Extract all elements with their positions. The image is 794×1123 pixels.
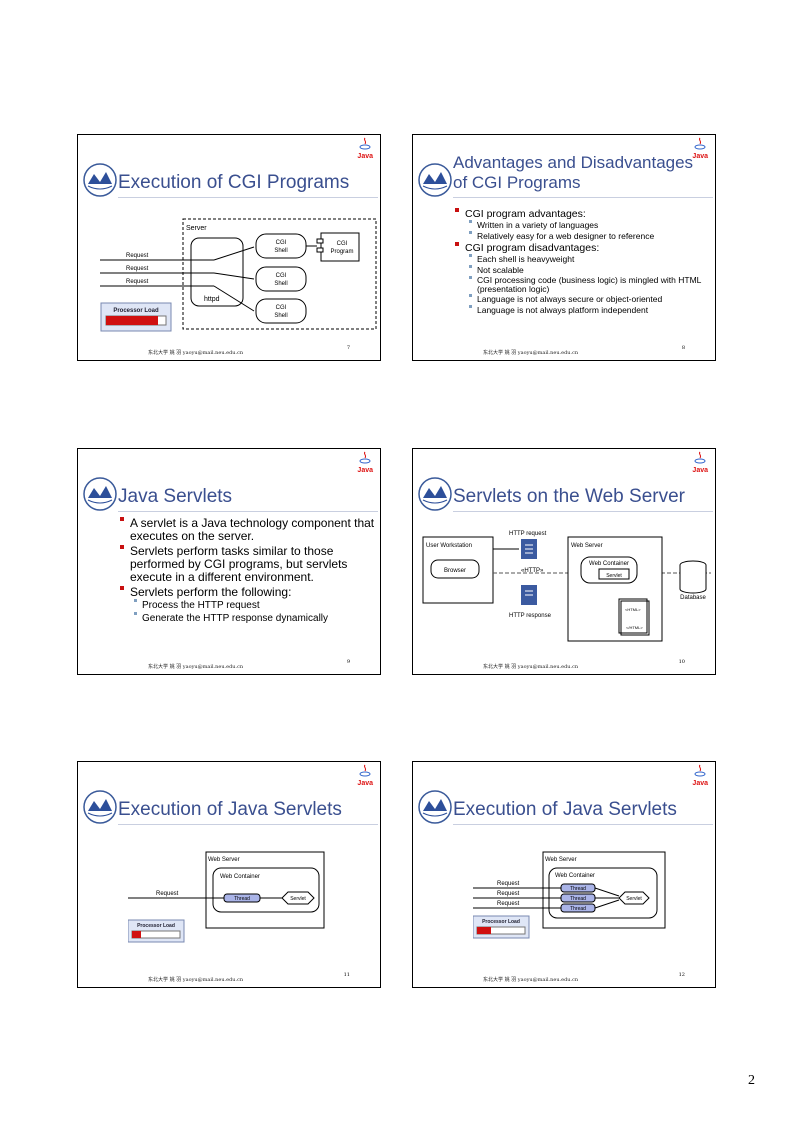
slide-title: Execution of Java Servlets — [118, 799, 342, 820]
university-seal-icon — [418, 163, 452, 197]
slide-8: Java Advantages and Disadvantages of CGI… — [412, 134, 716, 361]
slide-title: Execution of Java Servlets — [453, 799, 677, 820]
svg-text:Web Container: Web Container — [220, 874, 260, 880]
slide-9: Java Java Servlets A servlet is a Java t… — [77, 448, 381, 675]
university-seal-icon — [83, 790, 117, 824]
svg-text:Web Server: Web Server — [208, 857, 240, 863]
svg-text:Thread: Thread — [570, 886, 586, 892]
java-logo-icon: Java — [692, 137, 708, 160]
svg-text:Request: Request — [126, 253, 149, 259]
svg-text:<HTML>: <HTML> — [625, 607, 641, 612]
svg-text:CGI: CGI — [276, 273, 287, 279]
svg-text:Shell: Shell — [274, 248, 287, 254]
slide-12: Java Execution of Java Servlets Web Serv… — [412, 761, 716, 988]
slide-title: Execution of CGI Programs — [118, 172, 350, 193]
web-server-diagram: HTTP request User Workstation Browser «H… — [422, 531, 711, 642]
svg-text:Program: Program — [330, 249, 353, 255]
slide-10: Java Servlets on the Web Server HTTP req… — [412, 448, 716, 675]
university-seal-icon — [83, 163, 117, 197]
svg-text:Database: Database — [680, 595, 706, 601]
university-seal-icon — [418, 790, 452, 824]
java-logo-icon: Java — [692, 764, 708, 787]
svg-text:Request: Request — [497, 881, 520, 887]
svg-text:httpd: httpd — [204, 296, 220, 303]
svg-text:Request: Request — [126, 279, 149, 285]
svg-text:Processor Load: Processor Load — [137, 923, 175, 929]
svg-text:Web Server: Web Server — [545, 857, 577, 863]
java-logo-icon: Java — [357, 137, 373, 160]
slide-title: Advantages and Disadvantages of CGI Prog… — [453, 153, 694, 192]
svg-text:Web Container: Web Container — [589, 561, 629, 567]
svg-text:Request: Request — [156, 891, 179, 897]
svg-text:HTTP request: HTTP request — [509, 531, 547, 537]
svg-text:Servlet: Servlet — [290, 896, 306, 902]
svg-text:Thread: Thread — [570, 906, 586, 912]
svg-text:Servlet: Servlet — [626, 896, 642, 902]
svg-text:CGI: CGI — [337, 241, 348, 247]
svg-text:Thread: Thread — [234, 896, 250, 902]
svg-text:User Workstation: User Workstation — [426, 543, 472, 549]
university-seal-icon — [418, 477, 452, 511]
slide-title: Servlets on the Web Server — [453, 486, 685, 507]
svg-text:Request: Request — [497, 901, 520, 907]
svg-text:Shell: Shell — [274, 281, 287, 287]
multi-thread-servlet-diagram: Web Server Web Container Request Request… — [473, 851, 666, 939]
svg-text:Request: Request — [126, 266, 149, 272]
svg-text:</HTML>: </HTML> — [626, 625, 643, 630]
slide-7: Java Execution of CGI Programs Server ht… — [77, 134, 381, 361]
svg-text:Request: Request — [497, 891, 520, 897]
svg-text:Web Server: Web Server — [571, 543, 603, 549]
servlet-execution-diagram: Web Server Web Container Request Thread … — [128, 851, 325, 943]
svg-text:Processor Load: Processor Load — [482, 919, 520, 925]
slide-11: Java Execution of Java Servlets Web Serv… — [77, 761, 381, 988]
slide-title: Java Servlets — [118, 486, 233, 507]
svg-text:Browser: Browser — [444, 568, 466, 574]
svg-text:Web Container: Web Container — [555, 873, 595, 879]
svg-text:Server: Server — [186, 225, 207, 232]
svg-text:Thread: Thread — [570, 896, 586, 902]
java-logo-icon: Java — [357, 451, 373, 474]
svg-text:Servlet: Servlet — [606, 573, 622, 579]
page-number: 2 — [748, 1073, 755, 1088]
java-logo-icon: Java — [692, 451, 708, 474]
bullet-list: A servlet is a Java technology component… — [120, 517, 375, 625]
svg-text:CGI: CGI — [276, 240, 287, 246]
svg-text:Shell: Shell — [274, 313, 287, 319]
university-seal-icon — [83, 477, 117, 511]
svg-text:CGI: CGI — [276, 305, 287, 311]
svg-text:Processor Load: Processor Load — [113, 308, 159, 314]
java-logo-icon: Java — [357, 764, 373, 787]
svg-text:«HTTP»: «HTTP» — [521, 568, 544, 574]
bullet-list: CGI program advantages: Written in a var… — [455, 208, 703, 316]
svg-text:HTTP response: HTTP response — [509, 613, 552, 619]
